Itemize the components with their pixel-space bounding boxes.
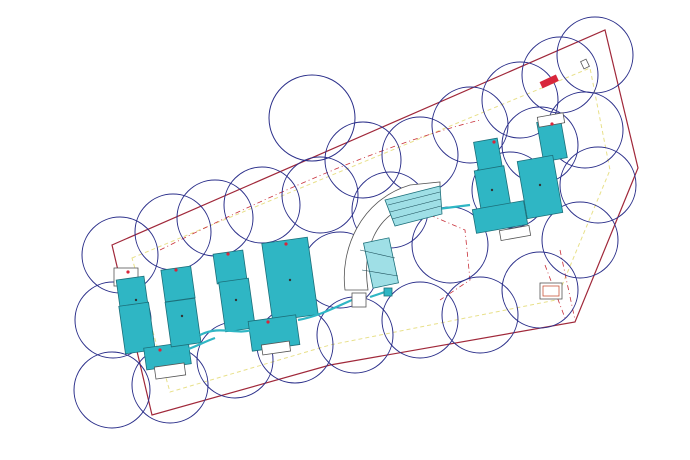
annex-structure bbox=[539, 282, 563, 300]
site-boundary bbox=[111, 29, 639, 416]
setback-line bbox=[131, 67, 611, 393]
corner-marker bbox=[580, 58, 590, 70]
label-dots bbox=[126, 122, 554, 352]
building-cluster-right bbox=[471, 112, 568, 241]
building-cluster-left bbox=[113, 236, 319, 380]
red-marker bbox=[539, 74, 559, 89]
central-arc-building bbox=[343, 181, 443, 308]
corridor-links bbox=[149, 203, 471, 356]
